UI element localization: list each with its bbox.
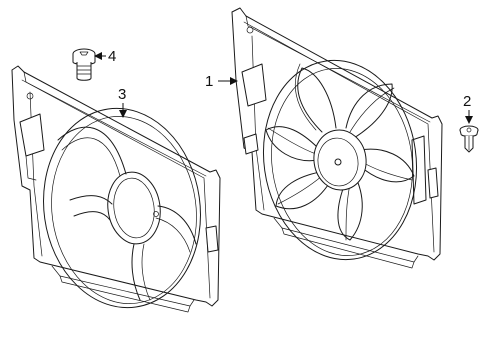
callout-1: 1	[205, 73, 238, 90]
push-rivet-part-2[interactable]	[459, 125, 479, 153]
callout-4: 4	[94, 48, 116, 65]
callout-2-label: 2	[463, 93, 471, 110]
fan-shroud-part-3[interactable]	[11, 65, 221, 318]
callout-2: 2	[463, 93, 473, 124]
fan-assembly-part-1[interactable]	[231, 7, 443, 270]
callout-3: 3	[118, 86, 127, 118]
bolt-part-4[interactable]	[72, 48, 96, 81]
callout-4-label: 4	[108, 48, 116, 65]
callout-3-label: 3	[118, 86, 126, 103]
callout-1-label: 1	[205, 73, 213, 90]
